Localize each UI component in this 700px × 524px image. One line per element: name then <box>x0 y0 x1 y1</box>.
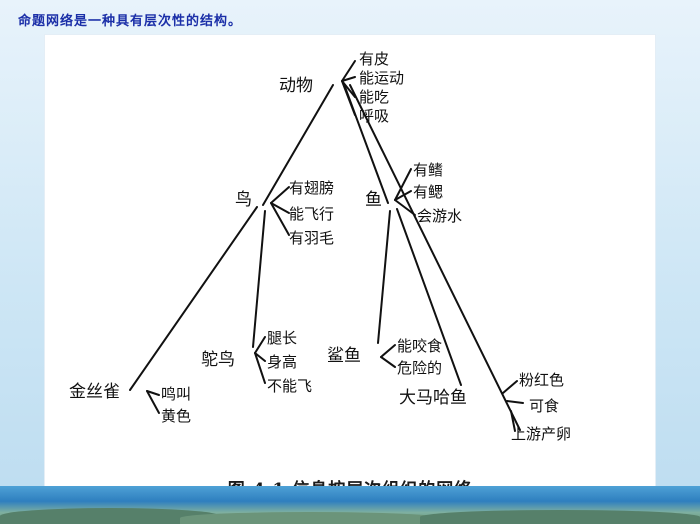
figure-panel: 动物 鸟 鱼 鸵鸟 金丝雀 鲨鱼 大马哈鱼 有皮 能运动 能吃 呼吸 有翅膀 能… <box>44 34 656 502</box>
spoke-canary-1 <box>146 390 160 414</box>
slide-header: 命题网络是一种具有层次性的结构。 <box>18 14 243 29</box>
spoke-shark-0 <box>380 344 396 358</box>
prop-bird-0: 有翅膀 <box>289 179 334 197</box>
prop-ostrich-2: 不能飞 <box>267 377 312 395</box>
spoke-salmon-2 <box>510 410 516 432</box>
spoke-ostrich-1 <box>254 352 266 362</box>
prop-animal-3: 呼吸 <box>359 107 389 125</box>
semantic-network-diagram: 动物 鸟 鱼 鸵鸟 金丝雀 鲨鱼 大马哈鱼 有皮 能运动 能吃 呼吸 有翅膀 能… <box>69 50 571 443</box>
prop-fish-1: 有鳃 <box>413 183 443 201</box>
spoke-bird-2 <box>270 202 290 236</box>
edge-fish-salmon <box>396 208 462 386</box>
hill-shape <box>420 510 700 524</box>
spoke-fish-1 <box>394 190 412 201</box>
edge-animal-bird <box>262 84 334 206</box>
hill-shape <box>180 512 440 524</box>
landscape-strip-decoration <box>0 486 700 524</box>
spoke-animal-2 <box>341 80 356 98</box>
spoke-animal-1 <box>341 76 356 82</box>
prop-canary-0: 鸣叫 <box>161 385 191 403</box>
hill-shape <box>0 508 220 524</box>
spoke-canary-0 <box>146 390 160 396</box>
node-bird: 鸟 <box>235 190 252 210</box>
edge-fish-shark <box>377 210 391 344</box>
node-ostrich: 鸵鸟 <box>201 350 235 370</box>
spoke-animal-0 <box>341 60 356 82</box>
prop-ostrich-1: 身高 <box>267 353 297 371</box>
prop-salmon-1: 可食 <box>529 397 559 415</box>
prop-animal-1: 能运动 <box>359 69 404 87</box>
prop-animal-2: 能吃 <box>359 88 389 106</box>
spoke-fish-2 <box>394 199 416 216</box>
node-salmon: 大马哈鱼 <box>399 388 467 408</box>
spoke-fish-0 <box>394 168 412 201</box>
spoke-shark-1 <box>380 356 396 368</box>
edge-animal-salmon-long <box>349 84 521 431</box>
prop-shark-1: 危险的 <box>397 359 442 377</box>
prop-animal-0: 有皮 <box>359 50 389 68</box>
spoke-salmon-0 <box>502 380 518 394</box>
prop-bird-1: 能飞行 <box>289 205 334 223</box>
prop-fish-0: 有鳍 <box>413 161 443 179</box>
spoke-bird-1 <box>270 202 290 214</box>
prop-salmon-0: 粉红色 <box>519 371 564 389</box>
spoke-bird-0 <box>270 186 290 204</box>
prop-bird-2: 有羽毛 <box>289 229 334 247</box>
node-canary: 金丝雀 <box>69 382 120 402</box>
prop-fish-2: 会游水 <box>417 207 462 225</box>
edge-bird-ostrich <box>252 210 266 348</box>
edge-bird-canary <box>129 206 258 391</box>
prop-canary-1: 黄色 <box>161 407 191 425</box>
node-fish: 鱼 <box>365 190 382 210</box>
prop-ostrich-0: 腿长 <box>267 329 297 347</box>
spoke-animal-3 <box>341 80 356 116</box>
prop-shark-0: 能咬食 <box>397 337 442 355</box>
spoke-ostrich-2 <box>254 352 266 384</box>
prop-salmon-2: 上游产卵 <box>511 425 571 443</box>
spoke-ostrich-0 <box>254 336 266 354</box>
node-animal: 动物 <box>279 76 313 96</box>
node-shark: 鲨鱼 <box>327 346 361 366</box>
spoke-salmon-1 <box>506 400 524 404</box>
